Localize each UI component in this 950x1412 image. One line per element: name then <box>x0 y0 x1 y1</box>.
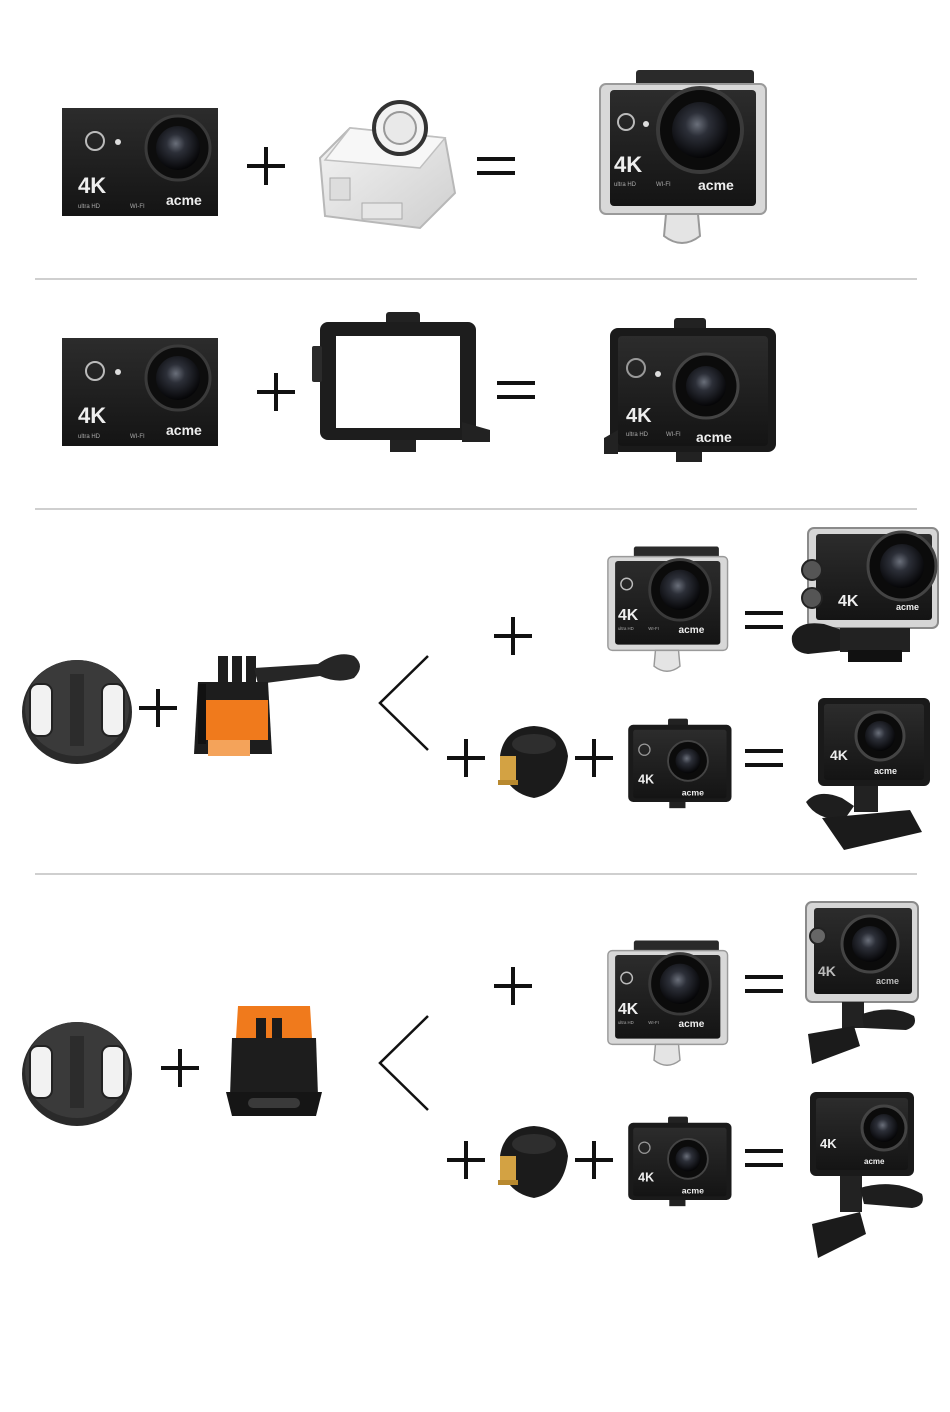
assembled-camera: 4K acme <box>788 524 944 666</box>
camera-in-case-icon: 4K ultra HD WI-FI acme <box>596 68 768 248</box>
camera-front: 4K ultra HD WI-FI acme <box>62 338 218 446</box>
svg-text:acme: acme <box>864 1157 885 1166</box>
svg-text:acme: acme <box>682 1186 704 1196</box>
svg-text:WI-FI: WI-FI <box>656 182 671 188</box>
svg-text:acme: acme <box>698 177 734 193</box>
section-divider <box>35 508 917 510</box>
svg-text:4K: 4K <box>638 772 654 786</box>
camera-in-frame: 4K acme <box>622 718 734 810</box>
camera-in-case: 4K ultra HD WI-FI acme <box>605 544 729 676</box>
assembled-camera: 4K acme <box>804 694 932 858</box>
camera-in-case-icon: 4K ultra HD WI-FI acme <box>605 938 729 1070</box>
assembled-camera-icon: 4K acme <box>804 1088 928 1264</box>
frame-mount <box>312 312 492 454</box>
camera-icon: 4K acme <box>622 1116 734 1208</box>
svg-text:4K: 4K <box>830 747 848 763</box>
svg-text:ultra HD: ultra HD <box>78 204 101 210</box>
section-divider <box>35 873 917 875</box>
camera-in-case: 4K ultra HD WI-FI acme <box>596 68 768 248</box>
section-divider <box>35 278 917 280</box>
svg-text:WI-FI: WI-FI <box>666 432 681 438</box>
svg-text:acme: acme <box>679 625 705 636</box>
svg-text:acme: acme <box>682 788 704 798</box>
assembled-camera-icon: 4K acme <box>802 896 922 1068</box>
waterproof-case <box>310 98 460 238</box>
svg-text:ultra HD: ultra HD <box>626 432 649 438</box>
plus-icon <box>254 370 298 414</box>
plus-icon <box>444 1138 488 1182</box>
svg-text:4K: 4K <box>618 1001 639 1018</box>
adhesive-base-icon <box>20 1016 134 1128</box>
camera-in-frame: 4K ultra HD WI-FI acme <box>600 318 780 464</box>
plus-icon <box>244 144 288 188</box>
equals-icon <box>494 368 538 412</box>
svg-text:WI-FI: WI-FI <box>130 204 145 210</box>
assembled-camera-icon: 4K acme <box>788 524 944 666</box>
plus-icon <box>572 736 616 780</box>
adhesive-base-icon <box>20 654 134 766</box>
svg-text:acme: acme <box>874 766 897 776</box>
assembled-camera-icon: 4K acme <box>804 694 932 858</box>
assembled-camera: 4K acme <box>802 896 922 1068</box>
adhesive-base <box>20 654 134 766</box>
tripod-adapter <box>490 1122 572 1206</box>
svg-text:WI-FI: WI-FI <box>130 434 145 440</box>
svg-text:4K: 4K <box>618 607 639 624</box>
tripod-adapter <box>490 722 572 806</box>
svg-text:acme: acme <box>166 422 202 438</box>
svg-text:acme: acme <box>166 192 202 208</box>
svg-text:4K: 4K <box>638 1170 654 1184</box>
waterproof-case-icon <box>310 98 460 238</box>
camera-in-case: 4K ultra HD WI-FI acme <box>605 938 729 1070</box>
frame-mount-icon <box>312 312 492 454</box>
camera-front: 4K ultra HD WI-FI acme <box>62 108 218 216</box>
plus-icon <box>572 1138 616 1182</box>
svg-text:ultra HD: ultra HD <box>78 434 101 440</box>
plus-icon <box>444 736 488 780</box>
camera-in-frame-icon: 4K ultra HD WI-FI acme <box>600 318 780 464</box>
assembled-camera: 4K acme <box>804 1088 928 1264</box>
plus-icon <box>158 1046 202 1090</box>
equals-icon <box>742 598 786 642</box>
camera-in-case-icon: 4K ultra HD WI-FI acme <box>605 544 729 676</box>
buckle-icon <box>226 1000 322 1120</box>
svg-text:4K: 4K <box>838 593 859 610</box>
branch-icon <box>376 1014 430 1112</box>
plus-icon <box>491 614 535 658</box>
branch-bracket <box>376 1014 430 1112</box>
svg-text:4K: 4K <box>818 963 836 979</box>
svg-text:acme: acme <box>896 602 919 612</box>
camera-icon: 4K ultra HD WI-FI acme <box>62 338 218 446</box>
buckle-mount <box>226 1000 322 1120</box>
svg-text:4K: 4K <box>78 403 106 428</box>
svg-text:WI-FI: WI-FI <box>648 1020 659 1025</box>
svg-text:4K: 4K <box>614 152 642 177</box>
adhesive-base <box>20 1016 134 1128</box>
camera-icon: 4K acme <box>622 718 734 810</box>
tripod-adapter-icon <box>490 1122 572 1206</box>
svg-text:acme: acme <box>696 429 732 445</box>
svg-text:acme: acme <box>876 976 899 986</box>
plus-icon <box>491 964 535 1008</box>
svg-text:4K: 4K <box>626 405 652 427</box>
equals-icon <box>742 1136 786 1180</box>
swivel-arm <box>188 644 364 762</box>
branch-icon <box>376 654 430 752</box>
equals-icon <box>474 144 518 188</box>
tripod-adapter-icon <box>490 722 572 806</box>
camera-in-frame: 4K acme <box>622 1116 734 1208</box>
svg-text:acme: acme <box>679 1019 705 1030</box>
svg-text:ultra HD: ultra HD <box>614 182 637 188</box>
svg-text:WI-FI: WI-FI <box>648 626 659 631</box>
svg-text:4K: 4K <box>78 173 106 198</box>
svg-text:4K: 4K <box>820 1136 837 1151</box>
equals-icon <box>742 962 786 1006</box>
equals-icon <box>742 736 786 780</box>
svg-text:ultra HD: ultra HD <box>618 626 634 631</box>
swivel-arm-icon <box>188 644 364 762</box>
camera-icon: 4K ultra HD WI-FI acme <box>62 108 218 216</box>
svg-text:ultra HD: ultra HD <box>618 1020 634 1025</box>
plus-icon <box>136 686 180 730</box>
branch-bracket <box>376 654 430 752</box>
